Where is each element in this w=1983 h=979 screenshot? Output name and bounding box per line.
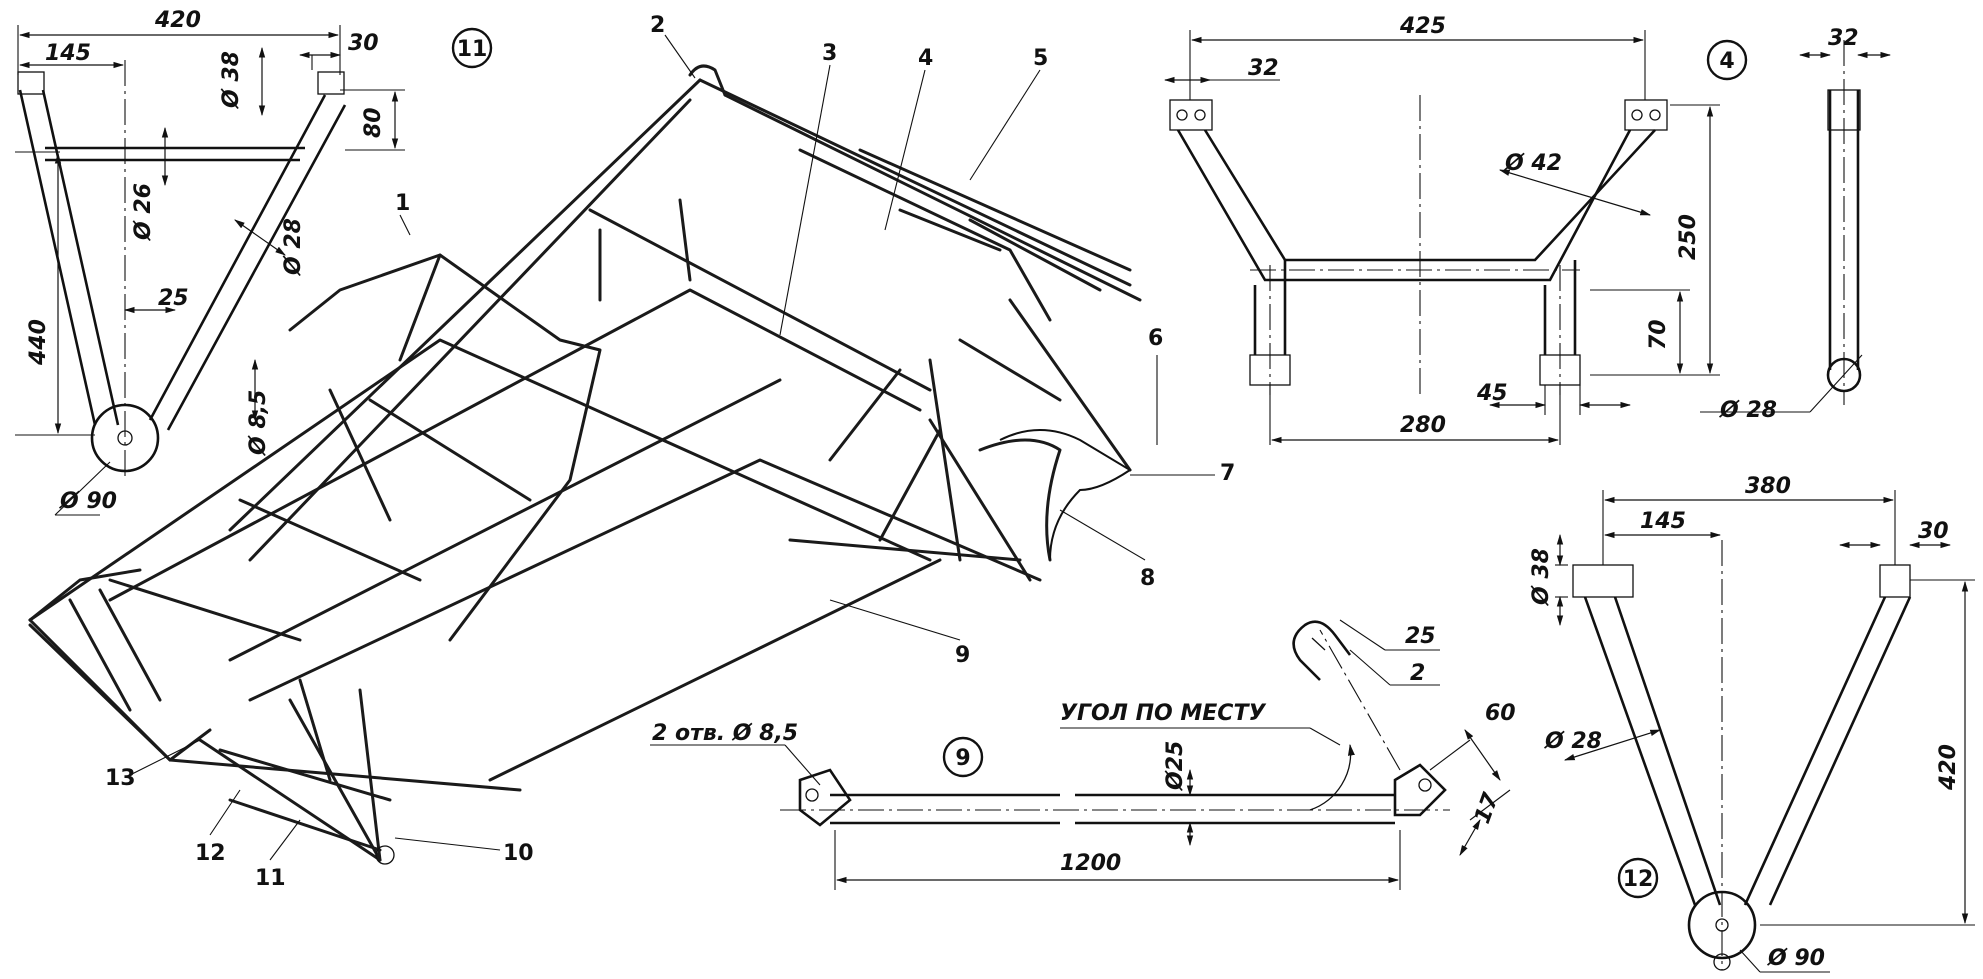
- d11-dim-25: 25: [158, 286, 189, 311]
- detail-9: УГОЛ ПО МЕСТУ 2 отв. Ø 8,5 Ø25 1200 60 1…: [650, 619, 1516, 890]
- callout-8: 8: [1140, 566, 1155, 591]
- d11-dim-d26: Ø 26: [131, 183, 156, 242]
- d4-side-dim-d28: Ø 28: [1718, 398, 1777, 423]
- callout-10: 10: [503, 841, 534, 866]
- callout-12: 12: [195, 841, 226, 866]
- d9-hole-note: 2 отв. Ø 8,5: [652, 721, 798, 746]
- d4-dim-d42: Ø 42: [1503, 151, 1562, 176]
- d11-dim-d38: Ø 38: [219, 51, 244, 110]
- d12-dim-145: 145: [1640, 509, 1686, 534]
- main-callouts: 1 2 3 4 5 6 7 8 9 10 11 12 13: [105, 13, 1235, 891]
- d11-dim-d85: Ø 8,5: [246, 390, 271, 457]
- detail-11: 420 145 30 Ø 38 80 Ø 26 Ø 28 25 440 Ø 8,…: [15, 8, 493, 516]
- d9-angle-note: УГОЛ ПО МЕСТУ: [1060, 701, 1266, 726]
- d11-dim-80: 80: [361, 107, 386, 138]
- callout-9: 9: [955, 643, 970, 668]
- d4-dim-32: 32: [1248, 56, 1279, 81]
- d12-dim-d28: Ø 28: [1543, 729, 1602, 754]
- d4-side-dim-32: 32: [1828, 26, 1859, 51]
- d4-dim-70: 70: [1646, 319, 1671, 350]
- d9-dim-d25: Ø25: [1163, 741, 1188, 792]
- d9-dim-1200: 1200: [1060, 851, 1121, 876]
- d12-dim-d38: Ø 38: [1529, 548, 1554, 607]
- detail-4-id: 4: [1719, 49, 1734, 74]
- detail-9-id: 9: [955, 746, 970, 771]
- d9-dim-25: 25: [1405, 624, 1436, 649]
- d4-dim-45: 45: [1476, 381, 1508, 406]
- d11-dim-d28: Ø 28: [281, 218, 306, 277]
- d9-dim-2: 2: [1410, 661, 1425, 686]
- d12-dim-380: 380: [1745, 474, 1791, 499]
- detail-12: 380 145 30 Ø 38 Ø 28 420 Ø 90 12: [1529, 474, 1975, 973]
- d12-dim-d90: Ø 90: [1766, 946, 1825, 971]
- d9-dim-60: 60: [1485, 701, 1516, 726]
- d11-dim-145: 145: [45, 41, 91, 66]
- callout-6: 6: [1148, 326, 1163, 351]
- d4-dim-425: 425: [1399, 14, 1446, 39]
- d11-dim-420: 420: [154, 8, 201, 33]
- d12-dim-30: 30: [1918, 519, 1949, 544]
- callout-1: 1: [395, 191, 410, 216]
- buggy-frame: [28, 64, 1142, 865]
- callout-13: 13: [105, 766, 136, 791]
- callout-7: 7: [1220, 461, 1235, 486]
- d11-dim-440: 440: [26, 319, 51, 366]
- d4-dim-250: 250: [1676, 214, 1701, 260]
- detail-12-id: 12: [1623, 867, 1654, 892]
- callout-5: 5: [1033, 46, 1048, 71]
- detail-4: 425 32 Ø 42 250 70 45 280 32 Ø 28 4: [1163, 14, 1892, 445]
- d11-dim-d90: Ø 90: [58, 489, 117, 514]
- d12-dim-420: 420: [1936, 744, 1961, 791]
- d9-dim-17: 17: [1470, 789, 1504, 827]
- d4-dim-280: 280: [1400, 413, 1446, 438]
- callout-2: 2: [650, 13, 665, 38]
- d11-dim-30: 30: [348, 31, 379, 56]
- detail-11-id: 11: [457, 37, 488, 62]
- callout-11: 11: [255, 866, 286, 891]
- callout-4: 4: [918, 46, 933, 71]
- callout-3: 3: [822, 41, 837, 66]
